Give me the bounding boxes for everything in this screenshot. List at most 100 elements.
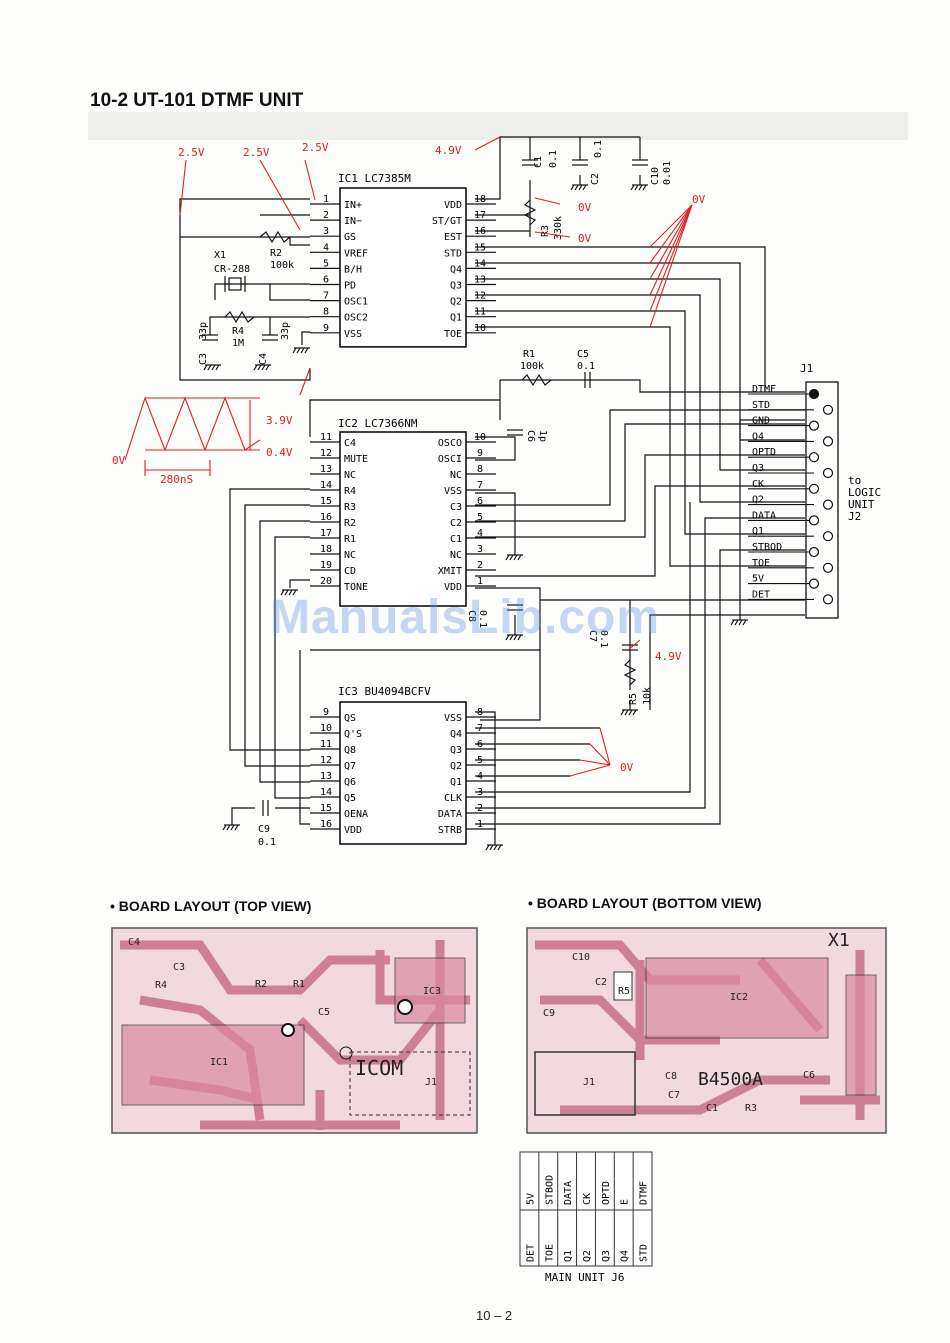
ic3-pin-label: STRB: [438, 825, 462, 836]
ground-icon: [570, 184, 588, 191]
annot-0v-d: 0V: [620, 761, 634, 774]
ic1-pin-label: GS: [344, 232, 356, 243]
ic1-pin-label: STD: [444, 248, 462, 259]
ic3-pin-label: Q'S: [344, 729, 362, 740]
r4-value: 1M: [232, 338, 244, 349]
connector-caption: MAIN UNIT J6: [545, 1271, 624, 1284]
connector-top-cell: DATA: [563, 1181, 574, 1205]
board-top-heading: • BOARD LAYOUT (TOP VIEW): [110, 898, 312, 914]
j1-connector: DTMFSTDGNDQ4OPTDQ3CKQ2DATAQ1STBODTOE5VDE…: [748, 381, 839, 619]
board-bottom-label: R5: [618, 986, 630, 997]
board-bottom-label: C1: [706, 1103, 718, 1114]
j1-pin-contact: [808, 388, 820, 400]
ic3-pin-number: 14: [320, 787, 332, 798]
ic1-pin-label: IN−: [344, 216, 362, 227]
ic1-pin-number: 2: [323, 210, 329, 221]
board-bottom-label: C10: [572, 952, 590, 963]
ic2-pin-label: C3: [450, 502, 462, 513]
ground-icon: [620, 709, 638, 716]
ic3-pin-label: QS: [344, 713, 356, 724]
ic3-pin-number: 4: [477, 771, 483, 782]
ic1-pin-number: 11: [474, 307, 486, 318]
j1-pin-contact: [822, 404, 834, 415]
ic1-pin-number: 9: [323, 323, 329, 334]
annot-0.4v: 0.4V: [266, 446, 293, 459]
ic2-pin-label: C4: [344, 438, 356, 449]
ic1-pin-number: 18: [474, 194, 486, 205]
c8-value: 0.1: [477, 610, 488, 628]
ic1-pin-number: 14: [474, 258, 486, 269]
c7-value: 0.1: [598, 630, 609, 648]
ic3-pin-number: 12: [320, 755, 332, 766]
r3-value: 330k: [553, 216, 564, 240]
c10-label: C10: [650, 167, 661, 185]
ic1-pin-label: Q1: [450, 313, 462, 324]
r2-value: 100k: [270, 260, 294, 271]
board-bottom-label: R3: [745, 1103, 757, 1114]
r1-value: 100k: [520, 361, 544, 372]
ic1-pin-number: 4: [323, 242, 329, 253]
ic2-pin-label: VSS: [444, 486, 462, 497]
ic2-pin-number: 7: [477, 480, 483, 491]
ic1-pin-number: 10: [474, 323, 486, 334]
ic1-pin-label: VSS: [344, 329, 362, 340]
ic3-pin-label: OENA: [344, 809, 368, 820]
ic2-pin-number: 10: [474, 432, 486, 443]
j1-pin-label: DET: [752, 589, 770, 600]
j1-pin-contact: [808, 452, 820, 463]
ic1-pin-label: B/H: [344, 264, 362, 275]
ic2-pin-number: 13: [320, 464, 332, 475]
connector-bottom-cell: DET: [525, 1244, 536, 1262]
connector-top-cell: OPTD: [601, 1181, 612, 1205]
ic2-pin-number: 4: [477, 528, 483, 539]
ground-icon: [730, 619, 748, 626]
board-bottom-label: C2: [595, 977, 607, 988]
connector-top-cell: STBOD: [544, 1175, 555, 1205]
ic2-pin-label: NC: [344, 550, 356, 561]
c8-label: C8: [466, 610, 477, 622]
board-bottom-label: X1: [828, 930, 850, 951]
ic1-pin-label: VDD: [444, 200, 462, 211]
r2-label: R2: [270, 248, 282, 259]
ground-icon: [253, 364, 271, 371]
wiring: [179, 136, 805, 845]
ic1-pin-label: OSC1: [344, 297, 368, 308]
ic2-pin-number: 9: [477, 448, 483, 459]
ground-symbols: [203, 184, 748, 851]
ic1-pin-number: 12: [474, 291, 486, 302]
ic1-pin-number: 7: [323, 291, 329, 302]
ic3-pin-number: 3: [477, 787, 483, 798]
j1-housing: [805, 381, 839, 619]
board-top-label: C5: [318, 1007, 330, 1018]
ic2-pin-number: 6: [477, 496, 483, 507]
connector-top-cell: 5V: [525, 1193, 536, 1205]
ic3-pin-label: Q1: [450, 777, 462, 788]
ic2-pin-number: 16: [320, 512, 332, 523]
ic1-pin-number: 5: [323, 258, 329, 269]
title-band: [88, 112, 908, 140]
x1-value: CR-288: [214, 264, 250, 275]
ic1-pin-label: OSC2: [344, 313, 368, 324]
board-bottom-label: J1: [583, 1077, 595, 1088]
ic2-pin-label: TONE: [344, 582, 368, 593]
c6-value: 1p: [537, 430, 548, 442]
annot-4.9v-b: 4.9V: [655, 650, 682, 663]
ic2-pin-number: 11: [320, 432, 332, 443]
c3-label: C3: [198, 353, 209, 365]
ic3-pin-number: 5: [477, 755, 483, 766]
ic1-pin-label: EST: [444, 232, 462, 243]
ic2-pin-number: 19: [320, 560, 332, 571]
ground-icon: [505, 554, 523, 561]
c1-label: C1: [533, 156, 544, 168]
c3-value: 33p: [198, 322, 209, 340]
ic3-pin-number: 15: [320, 803, 332, 814]
c2-label: C2: [590, 173, 601, 185]
ic2-pin-number: 18: [320, 544, 332, 555]
j1-pin-label: 5V: [752, 574, 764, 585]
j1-pin-contact: [808, 515, 820, 526]
r3-label: R3: [540, 225, 551, 237]
ic1-body: [339, 187, 467, 348]
j1-pin-contact: [808, 420, 820, 431]
